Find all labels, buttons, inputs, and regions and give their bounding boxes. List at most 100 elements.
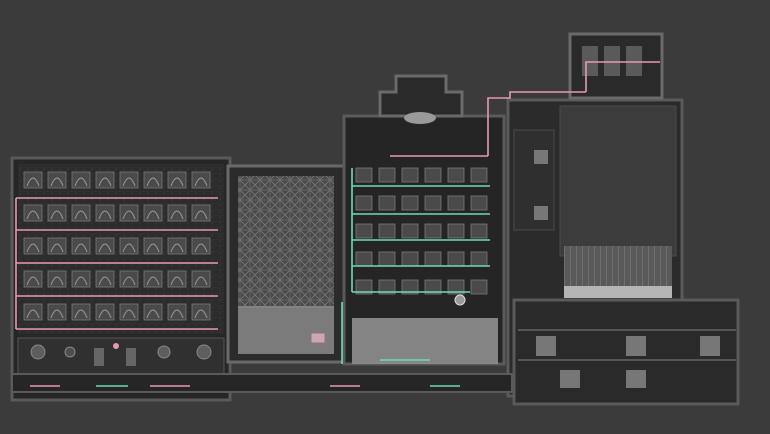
- planter-box[interactable]: [378, 167, 396, 183]
- lower-right-rooms[interactable]: [512, 298, 740, 406]
- planter-box[interactable]: [119, 303, 139, 321]
- planter-box[interactable]: [424, 251, 442, 267]
- planter-box[interactable]: [47, 171, 67, 189]
- sensor-icon[interactable]: [113, 343, 119, 349]
- planter-box[interactable]: [95, 270, 115, 288]
- planter-box[interactable]: [119, 237, 139, 255]
- planter-box[interactable]: [470, 195, 488, 211]
- gear-icon[interactable]: [454, 294, 466, 306]
- planter-box[interactable]: [378, 223, 396, 239]
- planter-box[interactable]: [191, 171, 211, 189]
- plant-leaf: [74, 276, 88, 286]
- planter-box[interactable]: [23, 237, 43, 255]
- plant-leaf: [98, 177, 112, 187]
- planter-box[interactable]: [470, 251, 488, 267]
- planter-box[interactable]: [95, 237, 115, 255]
- dome-top-room[interactable]: [378, 74, 464, 124]
- planter-box[interactable]: [47, 204, 67, 222]
- planter-box[interactable]: [447, 251, 465, 267]
- planter-box[interactable]: [401, 195, 419, 211]
- mesh-tile-reservoir[interactable]: [226, 164, 346, 364]
- planter-box[interactable]: [424, 167, 442, 183]
- planter-box[interactable]: [447, 195, 465, 211]
- planter-box[interactable]: [143, 237, 163, 255]
- planter-box[interactable]: [23, 204, 43, 222]
- planter-box[interactable]: [47, 270, 67, 288]
- planter-box[interactable]: [71, 237, 91, 255]
- planter-box[interactable]: [71, 171, 91, 189]
- planter-box[interactable]: [95, 303, 115, 321]
- planter-box[interactable]: [424, 223, 442, 239]
- planter-box[interactable]: [95, 204, 115, 222]
- planter-box[interactable]: [470, 279, 488, 295]
- planter-box[interactable]: [447, 279, 465, 295]
- planter-box[interactable]: [401, 279, 419, 295]
- planter-box[interactable]: [47, 303, 67, 321]
- plant-leaf: [170, 243, 184, 253]
- planter-box[interactable]: [167, 171, 187, 189]
- planter-box[interactable]: [167, 270, 187, 288]
- planter-box[interactable]: [23, 270, 43, 288]
- pink-wire[interactable]: [585, 61, 660, 92]
- top-right-generator-room[interactable]: [568, 32, 664, 100]
- planter-box[interactable]: [143, 303, 163, 321]
- planter-box[interactable]: [119, 171, 139, 189]
- plant-leaf: [122, 309, 136, 319]
- planter-box[interactable]: [143, 270, 163, 288]
- planter-box[interactable]: [424, 279, 442, 295]
- pump-icon[interactable]: [311, 333, 325, 343]
- planter-box[interactable]: [378, 279, 396, 295]
- plant-leaf: [194, 276, 208, 286]
- green-automation-wires[interactable]: [96, 168, 490, 387]
- planter-box[interactable]: [191, 303, 211, 321]
- planter-box[interactable]: [470, 223, 488, 239]
- generator-row: [582, 46, 642, 76]
- planter-box[interactable]: [401, 167, 419, 183]
- planter-box[interactable]: [167, 237, 187, 255]
- planter-box[interactable]: [470, 167, 488, 183]
- planter-box[interactable]: [47, 237, 67, 255]
- planter-box[interactable]: [355, 251, 373, 267]
- planter-box[interactable]: [447, 223, 465, 239]
- planter-box[interactable]: [71, 303, 91, 321]
- pink-wire[interactable]: [487, 91, 586, 156]
- planter-box[interactable]: [23, 303, 43, 321]
- center-planter-rows: [355, 167, 488, 295]
- planter-box[interactable]: [95, 171, 115, 189]
- planter-box[interactable]: [71, 270, 91, 288]
- planter-box[interactable]: [143, 171, 163, 189]
- planter-box[interactable]: [424, 195, 442, 211]
- planter-box[interactable]: [355, 223, 373, 239]
- planter-box[interactable]: [143, 204, 163, 222]
- planter-box[interactable]: [119, 204, 139, 222]
- planter-box[interactable]: [447, 167, 465, 183]
- planter-box[interactable]: [355, 195, 373, 211]
- planter-box[interactable]: [119, 270, 139, 288]
- bottom-corridor: [11, 373, 513, 393]
- planter-box[interactable]: [23, 171, 43, 189]
- plant-leaf: [26, 243, 40, 253]
- plant-leaf: [194, 309, 208, 319]
- planter-box[interactable]: [191, 237, 211, 255]
- plant-leaf: [146, 243, 160, 253]
- planter-box[interactable]: [378, 251, 396, 267]
- planter-box[interactable]: [401, 223, 419, 239]
- pink-automation-wires[interactable]: [15, 61, 660, 387]
- planter-box[interactable]: [191, 270, 211, 288]
- left-farm-block[interactable]: [10, 156, 232, 402]
- plant-leaf: [98, 243, 112, 253]
- planter-box[interactable]: [355, 167, 373, 183]
- planter-box[interactable]: [401, 251, 419, 267]
- planter-box[interactable]: [378, 195, 396, 211]
- planter-box[interactable]: [355, 279, 373, 295]
- planter-box[interactable]: [71, 204, 91, 222]
- plant-leaf: [26, 177, 40, 187]
- planter-box[interactable]: [191, 204, 211, 222]
- plant-leaf: [194, 177, 208, 187]
- planter-box[interactable]: [167, 303, 187, 321]
- plant-leaf: [194, 210, 208, 220]
- plant-leaf: [146, 309, 160, 319]
- planter-box[interactable]: [167, 204, 187, 222]
- plant-leaf: [98, 276, 112, 286]
